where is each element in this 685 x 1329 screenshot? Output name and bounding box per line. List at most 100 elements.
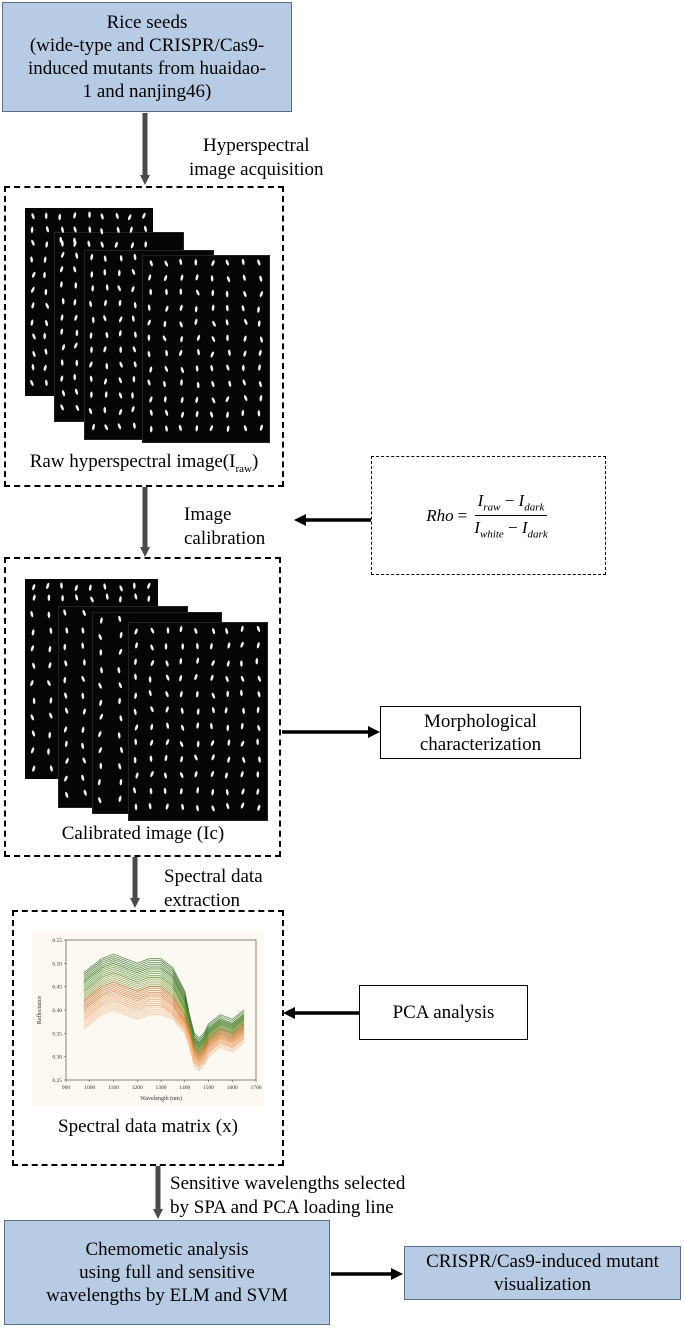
seed-grain (240, 641, 244, 648)
seed-grain (118, 269, 121, 277)
visualization-line-1: CRISPR/Cas9-induced mutant (426, 1251, 659, 1272)
seed-grain (142, 212, 146, 219)
seed-grain (31, 730, 36, 737)
seed-grain (75, 252, 79, 259)
seed-grain (165, 349, 168, 357)
seed-grain (61, 595, 64, 602)
sensitive-label-line-1: Sensitive wavelengths selected (170, 1173, 406, 1194)
seed-grain (225, 789, 229, 796)
seed-grain (225, 319, 229, 326)
seed-grain (59, 266, 64, 273)
seed-grain (118, 615, 122, 622)
seed-grain (31, 629, 35, 636)
seed-grain (225, 627, 229, 635)
seed-grain (118, 648, 123, 655)
numerator-i-dark: I (518, 490, 525, 510)
y-axis-label: Reflectance (36, 996, 43, 1025)
seed-grain (131, 268, 136, 275)
seed-grain (165, 706, 169, 713)
seed-grain (98, 747, 103, 754)
raw-caption-main: Raw hyperspectral image(I (29, 451, 236, 472)
spectrum-line-series-0 (83, 953, 245, 1039)
seed-grain (30, 645, 35, 652)
seed-grain (166, 627, 170, 634)
seed-grain (258, 381, 262, 388)
seed-grain (148, 802, 152, 810)
seed-grain (149, 260, 153, 267)
seed-grain (180, 274, 184, 281)
seed-grain (194, 259, 198, 266)
raw-caption-sub: raw (235, 462, 252, 475)
seed-grain (195, 274, 199, 281)
seed-grain (241, 409, 245, 417)
seed-grain (133, 302, 137, 309)
seed-grain (226, 334, 229, 342)
seed-grain (243, 335, 247, 342)
seed-grain (63, 643, 67, 651)
x-tick-label: 1100 (108, 1085, 119, 1091)
seed-grain (31, 302, 35, 309)
seed-grain (63, 676, 67, 684)
seed-grain (211, 805, 215, 812)
seed-grain (163, 380, 166, 388)
seed-grain (243, 425, 247, 432)
seed-grain (82, 609, 86, 617)
seed-grain (100, 241, 104, 248)
seed-grain (31, 271, 36, 278)
seed-grain (243, 350, 247, 357)
spectrum-line-series-5 (83, 1000, 245, 1062)
seed-grain (144, 241, 148, 248)
seed-grain (60, 328, 64, 335)
seed-grain (88, 408, 93, 415)
seed-grain (149, 366, 153, 373)
seed-grain (180, 756, 184, 763)
seed-grain (90, 391, 93, 398)
seed-grain (179, 258, 183, 266)
seed-grain (181, 643, 184, 650)
formula-numerator: Iraw − Idark (474, 490, 548, 516)
calibrated-image-box: Calibrated image (Ic) (4, 557, 281, 857)
seed-grain (259, 291, 264, 298)
seed-grain (257, 306, 260, 313)
chemometric-line-3: wavelengths by ELM and SVM (46, 1285, 288, 1306)
seed-grain (134, 658, 137, 665)
seed-grain (194, 754, 198, 761)
seed-grain (32, 350, 36, 358)
seed-grain (89, 375, 93, 382)
acquisition-label-line-2: image acquisition (189, 159, 324, 180)
seed-grain (244, 318, 248, 325)
seed-grain (59, 236, 63, 244)
pca-analysis-box: PCA analysis (359, 985, 528, 1040)
seed-grain (257, 259, 261, 266)
seed-grain (88, 226, 92, 233)
seed-grain (162, 335, 167, 342)
reflectance-formula: Rho = Iraw − Idark Iwhite − Idark (426, 491, 550, 541)
extraction-label: Spectral data extraction (164, 865, 263, 913)
seed-grain (83, 659, 86, 666)
seed-grain (103, 255, 107, 262)
seed-grain (98, 797, 102, 804)
seed-grain (74, 342, 78, 349)
seed-grain (30, 319, 34, 326)
seed-grain (100, 228, 104, 235)
seed-grain (131, 392, 134, 399)
seed-grain (87, 240, 91, 247)
seed-grain (242, 756, 246, 764)
seed-grain (180, 724, 185, 731)
seed-grain (242, 379, 246, 386)
seed-grain (118, 299, 122, 307)
sensitive-label: Sensitive wavelengths selected by SPA an… (170, 1172, 405, 1220)
seed-grain (73, 299, 77, 306)
chemometric-line-1: Chemometic analysis (85, 1239, 249, 1260)
seed-grain (105, 331, 109, 339)
seed-grain (49, 697, 53, 704)
seed-grain (147, 350, 151, 358)
seed-grain (75, 359, 79, 367)
seed-grain (75, 405, 80, 411)
seed-grain (30, 380, 34, 386)
spectrum-line-series-2 (83, 979, 245, 1056)
seed-grain (118, 316, 123, 323)
seed-grain (103, 269, 107, 276)
seed-grain (61, 226, 64, 233)
